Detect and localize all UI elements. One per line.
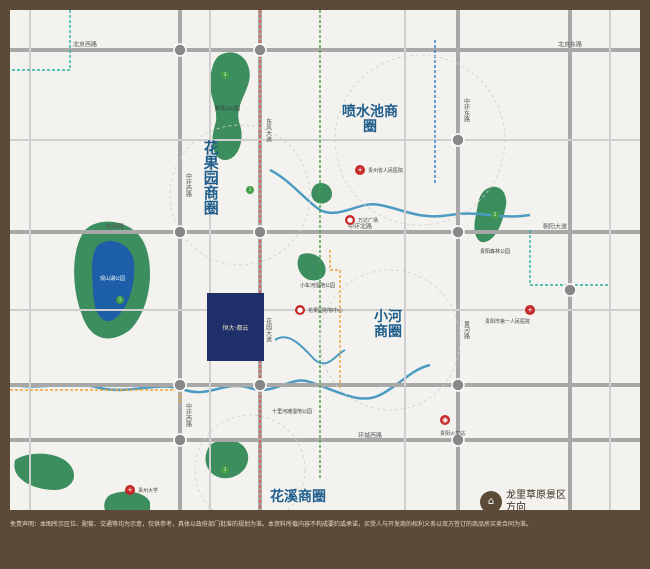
train-icon[interactable]: ◉ bbox=[440, 415, 450, 425]
road-label-zhonghuan-west-2: 中环西路 bbox=[184, 403, 192, 427]
metro-station-icon: 3 bbox=[221, 71, 229, 79]
park-south bbox=[104, 491, 150, 510]
park-label-shilihetan: 十里河滩湿地公园 bbox=[272, 409, 313, 415]
project-name: 恒大·都云 bbox=[222, 324, 249, 332]
road-label-beijing-west: 北京西路 bbox=[72, 41, 98, 49]
road-label-dongxing: 黄河路 bbox=[462, 321, 470, 339]
poi-label: 花果园购物中心 bbox=[308, 308, 344, 314]
road-label-dongfeng: 东风大道 bbox=[264, 118, 272, 142]
junctions bbox=[173, 43, 577, 447]
district-xiaohe: 小河商圈 bbox=[374, 309, 402, 340]
poi-label: 贵阳火车站 bbox=[440, 431, 466, 437]
mall-icon[interactable]: ● bbox=[295, 305, 305, 315]
map-canvas bbox=[10, 10, 640, 510]
hospital-icon[interactable]: + bbox=[525, 305, 535, 315]
road-label-zhonghuan-west-1: 中环西路 bbox=[184, 173, 192, 197]
scenic-direction[interactable]: ⌂ 龙里草原景区 方向 bbox=[480, 490, 566, 510]
road-label-jichang: 机场路 bbox=[105, 223, 125, 231]
metro-station-icon: 1 bbox=[116, 296, 124, 304]
scenic-name: 龙里草原景区 bbox=[506, 490, 566, 501]
road-label-beijing-east: 北京东路 bbox=[557, 41, 583, 49]
district-huaxi: 花溪商圈 bbox=[270, 489, 326, 505]
park-label-xiaochehe: 小车河湿地公园 bbox=[300, 283, 336, 289]
district-huaguoyuan: 花果园商圈 bbox=[201, 140, 220, 215]
poi-label: 贵州省人民医院 bbox=[368, 168, 404, 174]
park-west bbox=[14, 453, 75, 490]
park-shilihetan bbox=[205, 439, 249, 479]
road-label-zhonghuan-east: 中环东路 bbox=[462, 98, 470, 122]
metro-station-icon: 1 bbox=[246, 186, 254, 194]
river-north bbox=[269, 168, 531, 218]
mall-icon[interactable]: ● bbox=[345, 215, 355, 225]
road-label-zhonghuan-north: 中环北路 bbox=[347, 223, 373, 231]
project-marker[interactable]: 恒大·都云 bbox=[207, 293, 264, 361]
range-rings bbox=[169, 54, 506, 510]
park-qianling bbox=[209, 52, 250, 161]
poi-label: 贵州大学 bbox=[138, 488, 159, 494]
school-icon[interactable]: + bbox=[125, 485, 135, 495]
poi-label: 贵阳市第一人民医院 bbox=[485, 319, 531, 325]
minor-roads bbox=[10, 10, 640, 510]
metro-station-icon: 2 bbox=[491, 211, 499, 219]
map-frame: 北京西路 北京东路 机场路 中环北路 环城西路 朝阳大道 中环西路 中环西路 中… bbox=[10, 10, 640, 510]
poi-label: 万达广场 bbox=[358, 218, 379, 224]
district-penshuichi: 喷水池商圈 bbox=[342, 104, 398, 135]
hospital-icon[interactable]: + bbox=[355, 165, 365, 175]
park-label-forest: 贵阳森林公园 bbox=[480, 249, 511, 255]
scenic-direction-label: 方向 bbox=[506, 502, 526, 510]
park-central bbox=[297, 253, 326, 281]
road-label-huayuan: 花园大道 bbox=[264, 318, 272, 342]
arrow-icon: ⌂ bbox=[480, 491, 502, 510]
road-label-chaoyang: 朝阳大道 bbox=[542, 223, 568, 231]
park-label-guanshanhu: 观山湖公园 bbox=[100, 276, 126, 282]
road-label-huanxi-huancheng: 环城西路 bbox=[357, 432, 383, 440]
disclaimer: 免责声明：本图所示区位、配套、交通等均为示意，仅供参考，具体以政府部门批准的规划… bbox=[10, 521, 533, 528]
park-small bbox=[311, 183, 332, 204]
river-main bbox=[14, 363, 431, 400]
metro-lines bbox=[10, 10, 610, 510]
metro-station-icon: 3 bbox=[221, 466, 229, 474]
river-xiaohe bbox=[274, 336, 346, 365]
park-label-qianling: 黔灵山公园 bbox=[215, 106, 241, 112]
